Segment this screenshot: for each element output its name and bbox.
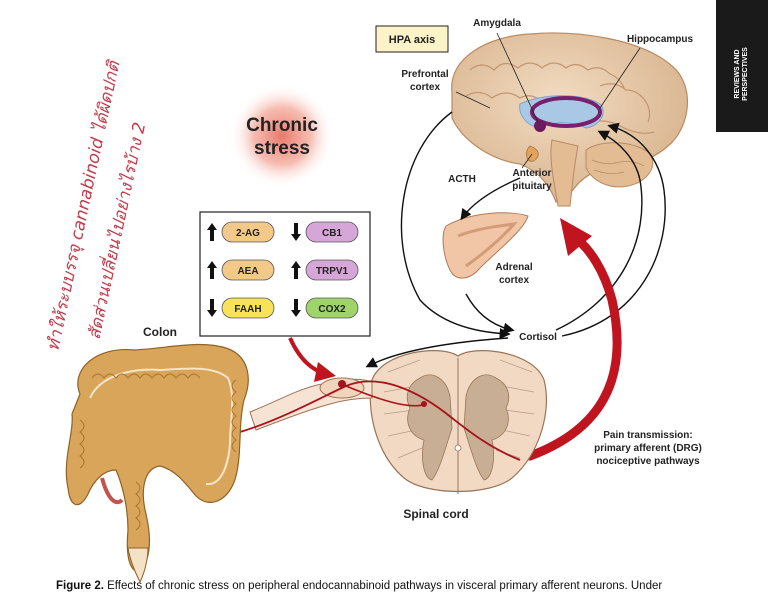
brain-pointers [455, 32, 641, 169]
pain-ascending-arrow [525, 218, 622, 461]
anterior-pituitary-label-2: pituitary [512, 181, 552, 192]
spinal-cord [369, 350, 548, 494]
chronic-stress-line1: Chronic [246, 115, 318, 136]
hippocampus-label: Hippocampus [627, 34, 694, 45]
adrenal-cortex-label-1: Adrenal [495, 262, 532, 273]
mediator-faah: FAAH [207, 297, 275, 319]
mediator-cb1: CB1 [291, 221, 359, 243]
adrenal-gland [442, 212, 529, 279]
mediator-pill [305, 297, 359, 319]
prefrontal-label-1: Prefrontal [401, 69, 448, 80]
mediator-pill [221, 259, 275, 281]
chronic-stress-badge: Chronic stress [230, 84, 334, 188]
amygdala-label: Amygdala [473, 18, 521, 29]
mediator-pill [305, 259, 359, 281]
mediator-label: COX2 [318, 304, 346, 315]
spinal-cord-label: Spinal cord [403, 507, 468, 521]
pain-transmission-label-3: nociceptive pathways [596, 456, 700, 467]
mediator-aea: AEA [207, 259, 275, 281]
drg-nerve [239, 377, 521, 461]
prefrontal-label-2: cortex [410, 82, 440, 93]
anterior-pituitary-label-1: Anterior [513, 168, 552, 179]
caption-figure-number: Figure 2. [56, 580, 104, 592]
mediator-pill [221, 297, 275, 319]
down-arrow-icon [291, 223, 301, 241]
cortisol-label: Cortisol [519, 332, 557, 343]
adrenal-cortex-label-2: cortex [499, 275, 529, 286]
mediator-cox2: COX2 [291, 297, 359, 319]
colon-illustration [65, 343, 249, 584]
mediator-label: TRPV1 [316, 266, 349, 277]
box-to-neuron-arrow [288, 337, 336, 382]
handwritten-note: ทำให้ระบบรรจุ cannabinoid ได้ผิดปกติ สัด… [42, 57, 150, 353]
up-arrow-icon [291, 261, 301, 279]
figure-caption: Figure 2. Effects of chronic stress on p… [56, 580, 756, 592]
brain-illustration [451, 32, 689, 207]
side-tab [716, 0, 768, 132]
down-arrow-icon [291, 299, 301, 317]
pain-transmission-label-2: primary afferent (DRG) [594, 443, 702, 454]
acth-label: ACTH [448, 174, 476, 185]
down-arrow-icon [207, 299, 217, 317]
mediator-label: AEA [237, 266, 258, 277]
chronic-stress-line2: stress [254, 138, 310, 159]
mediator-label: CB1 [322, 228, 342, 239]
hpa-axis-box: HPA axis [375, 25, 449, 53]
mediator-pill [305, 221, 359, 243]
mediator-2-ag: 2-AG [207, 221, 275, 243]
mediator-pill [221, 221, 275, 243]
colon-label: Colon [143, 325, 177, 339]
hpa-axis-label: HPA axis [389, 34, 435, 46]
up-arrow-icon [207, 223, 217, 241]
mediator-label: 2-AG [236, 228, 260, 239]
mediator-trpv1: TRPV1 [291, 259, 359, 281]
caption-text: Effects of chronic stress on peripheral … [103, 580, 663, 592]
up-arrow-icon [207, 261, 217, 279]
pain-transmission-label-1: Pain transmission: [603, 430, 692, 441]
mediator-label: FAAH [234, 304, 261, 315]
